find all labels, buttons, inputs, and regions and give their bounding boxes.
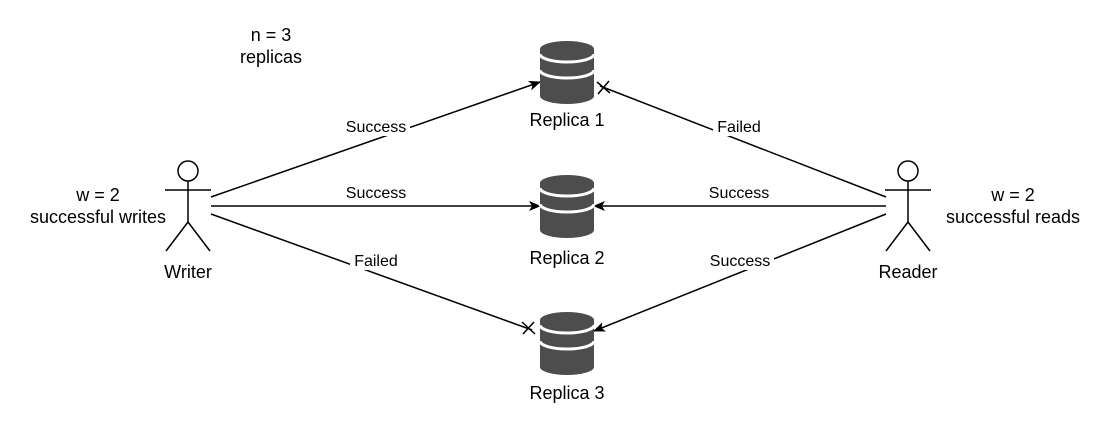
- read-quorum-line1: w = 2: [990, 185, 1035, 205]
- replica-3: Replica 3: [529, 312, 605, 403]
- stick-figure-icon: [885, 160, 931, 252]
- replica-count-note: n = 3 replicas: [240, 25, 302, 67]
- replica-1: Replica 1: [529, 41, 605, 130]
- replica-3-label: Replica 3: [529, 383, 604, 403]
- edge-label-writer-replica3: Failed: [354, 253, 398, 270]
- write-quorum-note: w = 2 successful writes: [30, 185, 166, 227]
- replica-2-label: Replica 2: [529, 248, 604, 268]
- database-icon: [538, 41, 596, 104]
- write-quorum-line1: w = 2: [75, 185, 120, 205]
- database-icon: [538, 312, 596, 375]
- edge-label-reader-replica2: Success: [709, 185, 769, 202]
- replica-count-line2: replicas: [240, 47, 302, 67]
- edge-writer-replica3: [210, 213, 533, 331]
- failure-marks: [521, 80, 611, 335]
- edge-label-writer-replica1: Success: [346, 119, 406, 136]
- replica-count-line1: n = 3: [251, 25, 292, 45]
- cross-icon: [596, 80, 611, 95]
- edges: [210, 80, 887, 332]
- writer-label: Writer: [164, 262, 212, 282]
- edge-label-writer-replica2: Success: [346, 185, 406, 202]
- stick-figure-icon: [165, 160, 211, 252]
- reader-label: Reader: [878, 262, 937, 282]
- cross-icon: [521, 321, 536, 335]
- reader-actor: Reader: [878, 160, 938, 282]
- read-quorum-note: w = 2 successful reads: [946, 185, 1080, 227]
- database-icon: [538, 175, 596, 238]
- write-quorum-line2: successful writes: [30, 207, 166, 227]
- edge-label-reader-replica1: Failed: [717, 119, 761, 136]
- edge-writer-replica1: [210, 80, 541, 198]
- edge-reader-replica1: [599, 85, 887, 198]
- replica-1-label: Replica 1: [529, 110, 604, 130]
- read-quorum-line2: successful reads: [946, 207, 1080, 227]
- replica-2: Replica 2: [529, 175, 605, 268]
- edge-reader-replica3: [593, 213, 887, 332]
- writer-actor: Writer: [164, 160, 212, 282]
- edge-label-reader-replica3: Success: [710, 253, 770, 270]
- edge-labels: Success Success Failed Failed Success Su…: [342, 116, 774, 270]
